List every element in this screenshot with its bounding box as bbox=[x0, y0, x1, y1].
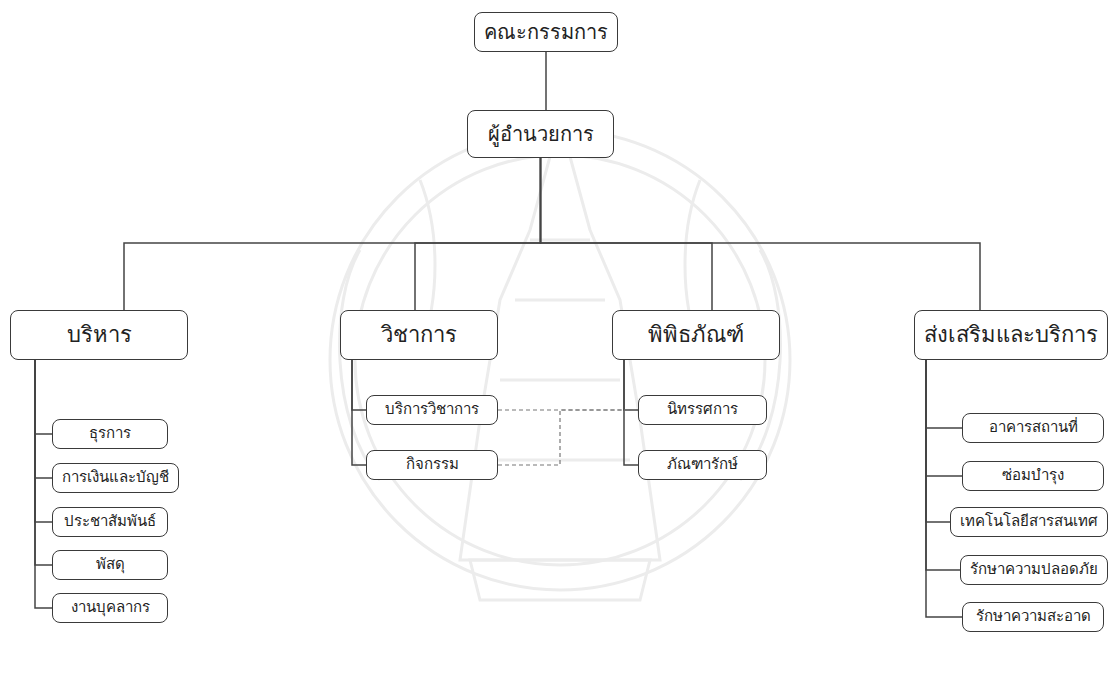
division-box: ส่งเสริมและบริการ bbox=[914, 310, 1108, 360]
box-label: บริหาร bbox=[67, 322, 132, 347]
tree-connector bbox=[541, 158, 713, 310]
box-label: งานบุคลากร bbox=[71, 599, 150, 616]
unit-box: อาคารสถานที่ bbox=[962, 413, 1104, 443]
tree-connector bbox=[352, 360, 366, 410]
unit-box: งานบุคลากร bbox=[52, 593, 168, 623]
tree-connector bbox=[35, 360, 52, 522]
box-label: วิชาการ bbox=[381, 322, 457, 347]
unit-box: การเงินและบัญชี bbox=[52, 463, 179, 493]
tree-connector bbox=[35, 360, 52, 608]
dashed-link bbox=[498, 409, 638, 410]
tree-connector bbox=[624, 360, 638, 410]
box-label: ซ่อมบำรุง bbox=[1002, 467, 1064, 484]
tree-connector bbox=[926, 360, 962, 428]
tree-connector bbox=[35, 360, 52, 478]
tree-connector bbox=[35, 360, 52, 565]
director-box: ผู้อำนวยการ bbox=[467, 110, 614, 158]
unit-box: ธุรการ bbox=[52, 419, 168, 449]
tree-connector bbox=[541, 158, 981, 310]
tree-connector bbox=[124, 158, 541, 310]
box-label: คณะกรรมการ bbox=[484, 21, 608, 44]
tree-connector bbox=[624, 360, 638, 465]
box-label: ภัณฑารักษ์ bbox=[667, 456, 738, 473]
unit-box: ภัณฑารักษ์ bbox=[638, 450, 767, 480]
box-label: รักษาความสะอาด bbox=[976, 608, 1091, 625]
tree-connector bbox=[926, 360, 962, 476]
box-label: ผู้อำนวยการ bbox=[488, 123, 594, 146]
box-label: เทคโนโลยีสารสนเทศ bbox=[960, 513, 1098, 530]
box-label: ธุรการ bbox=[89, 425, 131, 442]
unit-box: ประชาสัมพันธ์ bbox=[52, 507, 168, 537]
tree-connector bbox=[35, 360, 52, 434]
tree-connector bbox=[415, 158, 541, 310]
box-label: รักษาความปลอดภัย bbox=[970, 561, 1098, 578]
tree-connector bbox=[926, 360, 960, 570]
box-label: ประชาสัมพันธ์ bbox=[64, 513, 156, 530]
unit-box: นิทรรศการ bbox=[638, 395, 767, 425]
division-box: วิชาการ bbox=[340, 310, 498, 360]
unit-box: พัสดุ bbox=[52, 550, 168, 580]
box-label: พิพิธภัณฑ์ bbox=[648, 322, 744, 347]
tree-connector bbox=[545, 52, 547, 110]
dashed-link bbox=[498, 410, 638, 465]
unit-box: ซ่อมบำรุง bbox=[962, 461, 1104, 491]
division-box: บริหาร bbox=[10, 310, 188, 360]
tree-connector bbox=[352, 360, 366, 465]
box-label: นิทรรศการ bbox=[667, 401, 738, 418]
unit-box: รักษาความปลอดภัย bbox=[960, 555, 1108, 585]
box-label: การเงินและบัญชี bbox=[62, 469, 169, 486]
unit-box: รักษาความสะอาด bbox=[962, 602, 1104, 632]
box-label: ส่งเสริมและบริการ bbox=[924, 322, 1098, 347]
tree-connector bbox=[926, 360, 962, 617]
division-box: พิพิธภัณฑ์ bbox=[612, 310, 780, 360]
tree-connector bbox=[926, 360, 950, 522]
box-label: บริการวิชาการ bbox=[385, 401, 479, 418]
unit-box: บริการวิชาการ bbox=[366, 395, 498, 425]
unit-box: เทคโนโลยีสารสนเทศ bbox=[950, 507, 1108, 537]
box-label: อาคารสถานที่ bbox=[989, 419, 1078, 436]
board-box: คณะกรรมการ bbox=[474, 12, 618, 52]
unit-box: กิจกรรม bbox=[366, 450, 498, 480]
box-label: กิจกรรม bbox=[406, 456, 459, 473]
box-label: พัสดุ bbox=[96, 556, 125, 573]
